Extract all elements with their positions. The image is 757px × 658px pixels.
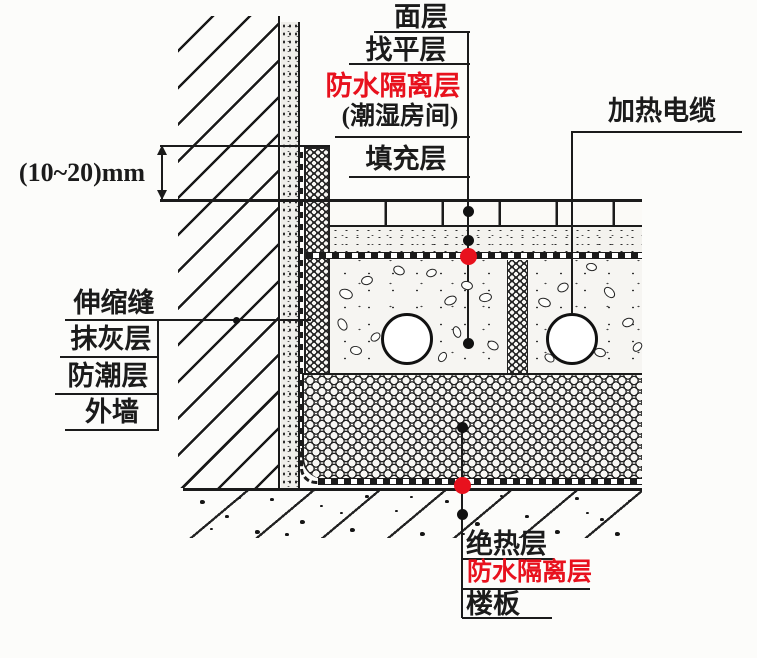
underline-floor-slab [462, 617, 552, 619]
floor-slab-top-line [183, 488, 642, 491]
label-floor-slab: 楼板 [466, 589, 520, 619]
label-heating-cable: 加热电缆 [608, 96, 716, 126]
label-leveling-layer: 找平层 [365, 35, 447, 65]
underline-exterior-wall [65, 429, 159, 431]
leader-dot-surface [462, 205, 474, 217]
label-waterproof-isolation-layer-top: 防水隔离层 [325, 71, 461, 101]
leader-top-labels [467, 31, 469, 343]
leader-dot-waterproof-lower [453, 477, 471, 494]
dimension-arrow-down-icon [157, 190, 167, 200]
filling-layer [330, 260, 642, 373]
waterproof-membrane-vertical [299, 152, 303, 452]
left-label-stack-line [157, 319, 159, 431]
label-waterproof-isolation-layer-bottom: 防水隔离层 [467, 559, 593, 586]
insulation-layer [302, 373, 642, 479]
leader-dot-leveling [462, 234, 474, 246]
dimension-line [161, 146, 163, 201]
underline-insulation-layer [462, 558, 554, 560]
plaster-strip [280, 22, 300, 488]
exterior-wall-hatch [178, 16, 280, 488]
leader-heating-cable-h [572, 131, 742, 133]
waterproof-membrane-lower [318, 478, 642, 485]
underline-filling-layer [349, 176, 470, 178]
expansion-joint-strip [507, 260, 528, 373]
underline-plaster-layer [60, 356, 159, 358]
leader-dot-slab [456, 508, 468, 520]
underline-moisture-proof-layer [55, 393, 159, 395]
leader-heating-cable-v [571, 131, 573, 313]
leader-dot-expansion-joint [233, 316, 240, 324]
label-moisture-proof-layer: 防潮层 [67, 361, 149, 391]
leader-dot-filling [462, 337, 474, 349]
label-surface-layer: 面层 [394, 2, 448, 32]
underline-damp-room [335, 136, 470, 138]
leveling-layer-band [330, 227, 642, 252]
underline-waterproof-bottom [462, 588, 590, 590]
heating-cable-left [381, 313, 433, 365]
leader-dot-waterproof-upper [459, 248, 477, 265]
surface-layer-band [330, 201, 642, 227]
leader-expansion-joint [65, 319, 311, 321]
underline-surface-layer [374, 31, 470, 33]
label-damp-room: (潮湿房间) [341, 103, 459, 130]
dimension-ext-line-top [160, 145, 330, 147]
underline-leveling-layer [349, 63, 470, 65]
leader-dot-insulation [456, 421, 468, 433]
label-exterior-wall: 外墙 [85, 397, 139, 427]
label-insulation-layer: 绝热层 [466, 529, 547, 559]
label-filling-layer: 填充层 [365, 144, 447, 174]
label-expansion-joint: 伸缩缝 [73, 288, 155, 318]
floor-surface-line [160, 199, 642, 202]
edge-insulation-strip [304, 147, 330, 373]
label-dimension-10-20mm: (10~20)mm [18, 158, 146, 187]
heating-cable-right [546, 313, 598, 365]
floor-slab [183, 491, 642, 538]
leader-bottom-labels [461, 427, 463, 618]
waterproof-membrane-corner [300, 448, 327, 484]
dimension-arrow-up-icon [157, 145, 167, 155]
label-plaster-layer: 抹灰层 [70, 324, 152, 354]
